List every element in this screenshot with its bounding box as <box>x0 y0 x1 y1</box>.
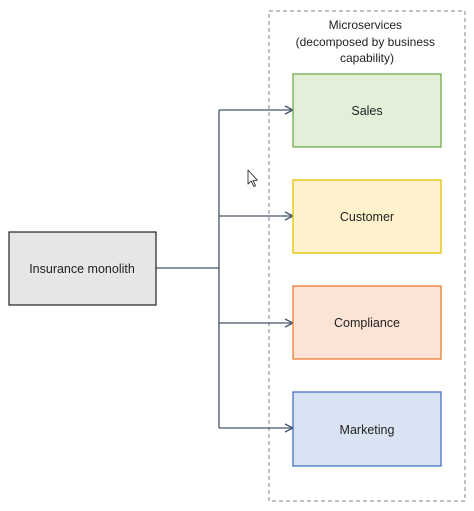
group-title-line-3: capability) <box>340 51 394 65</box>
microservices-group-border <box>268 10 466 502</box>
connectors <box>156 110 293 428</box>
insurance-monolith-node[interactable]: Insurance monolith <box>8 231 157 306</box>
sales-box <box>292 73 442 148</box>
monolith-box <box>8 231 157 306</box>
group-title-line-2: (decomposed by business <box>296 35 435 49</box>
sales-label: Sales <box>351 104 382 118</box>
service-sales-node[interactable]: Sales <box>292 73 442 148</box>
microservices-group-title: Microservices (decomposed by business ca… <box>296 18 439 65</box>
marketing-box <box>292 391 442 467</box>
customer-label: Customer <box>340 210 394 224</box>
customer-box <box>292 179 442 254</box>
mouse-cursor-icon <box>247 169 258 187</box>
service-compliance-node[interactable]: Compliance <box>292 285 442 360</box>
compliance-label: Compliance <box>334 316 400 330</box>
service-customer-node[interactable]: Customer <box>292 179 442 254</box>
group-title-line-1: Microservices <box>329 18 402 32</box>
monolith-label: Insurance monolith <box>29 262 135 276</box>
marketing-label: Marketing <box>340 423 395 437</box>
compliance-box <box>292 285 442 360</box>
service-marketing-node[interactable]: Marketing <box>292 391 442 467</box>
